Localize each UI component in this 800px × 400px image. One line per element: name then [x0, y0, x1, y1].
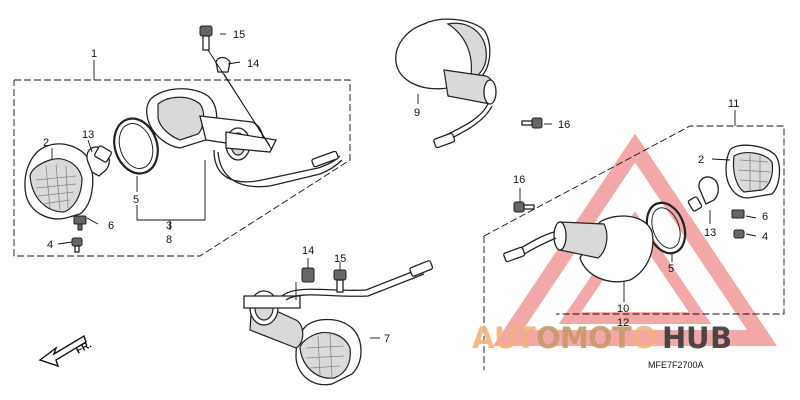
callout-16-mid: 16: [513, 174, 525, 186]
callout-14-top: 14: [247, 58, 259, 70]
callout-4-left: 4: [47, 239, 53, 251]
watermark-letter: U: [686, 321, 710, 355]
diagram-code: MFE7F2700A: [648, 360, 704, 370]
watermark-letter: B: [710, 321, 732, 355]
watermark-letter: O: [632, 321, 657, 355]
nut-14-top: [215, 56, 231, 73]
watermark-letter: H: [662, 321, 686, 355]
housing-left: [146, 88, 343, 188]
callout-10: 10: [617, 303, 629, 315]
turn-signal-rear-left: [395, 18, 497, 149]
bolt-16-mid: [513, 201, 535, 213]
bolt-15-bottom: [333, 269, 347, 293]
callout-5-right: 5: [668, 263, 674, 275]
assembly-frame-left: [13, 79, 351, 257]
nut-14-bottom: [301, 267, 315, 283]
bolt-15-top: [199, 25, 213, 51]
callout-7: 7: [384, 333, 390, 345]
callout-13-left: 13: [82, 129, 94, 141]
callout-12: 12: [617, 317, 629, 329]
callout-6-right: 6: [762, 211, 768, 223]
callout-9: 9: [414, 107, 420, 119]
watermark-letter: O: [588, 321, 613, 355]
watermark-letter: U: [494, 321, 518, 355]
lens-front-left: [24, 143, 94, 220]
watermark-letter: T: [516, 321, 536, 355]
callout-13-right: 13: [704, 227, 716, 239]
callout-8: 8: [166, 234, 172, 246]
callout-2-left: 2: [43, 137, 49, 149]
callout-2-right: 2: [698, 154, 704, 166]
watermark-letter: A: [472, 321, 495, 355]
callout-5-left: 5: [133, 194, 139, 206]
callout-16-top: 16: [558, 119, 570, 131]
leaders-left: [51, 33, 273, 245]
callout-15-top: 15: [233, 29, 245, 41]
watermark-letter: O: [536, 321, 561, 355]
watermark-letter: M: [560, 321, 589, 355]
assembly-frame-right: [483, 125, 785, 315]
callout-6-left: 6: [108, 220, 114, 232]
bulb-right: [687, 176, 719, 212]
watermark-letter: T: [612, 321, 632, 355]
callout-14-bottom: 14: [302, 245, 314, 257]
gasket-left: [113, 117, 159, 175]
screw-4-right: [733, 229, 745, 239]
screw-4-left: [71, 237, 83, 253]
leaders-right: [519, 110, 757, 302]
callout-4-right: 4: [762, 231, 768, 243]
callout-3: 3: [166, 220, 172, 232]
leaders-top-middle: [417, 94, 552, 125]
clip-6-right: [731, 209, 745, 219]
turn-signal-rear-right: [243, 260, 434, 386]
clip-6-left: [73, 215, 87, 231]
front-direction-arrow-icon: [38, 334, 87, 368]
housing-right: [503, 215, 654, 283]
callout-11: 11: [728, 98, 739, 110]
watermark-text: A U T O M O T O H U B: [472, 321, 732, 355]
bolt-16-top: [521, 117, 543, 129]
leaders-bottom: [295, 258, 380, 339]
lens-front-right: [725, 144, 781, 199]
callout-15-bottom: 15: [334, 253, 346, 265]
callout-1: 1: [91, 48, 97, 60]
bulb-left: [86, 145, 112, 177]
